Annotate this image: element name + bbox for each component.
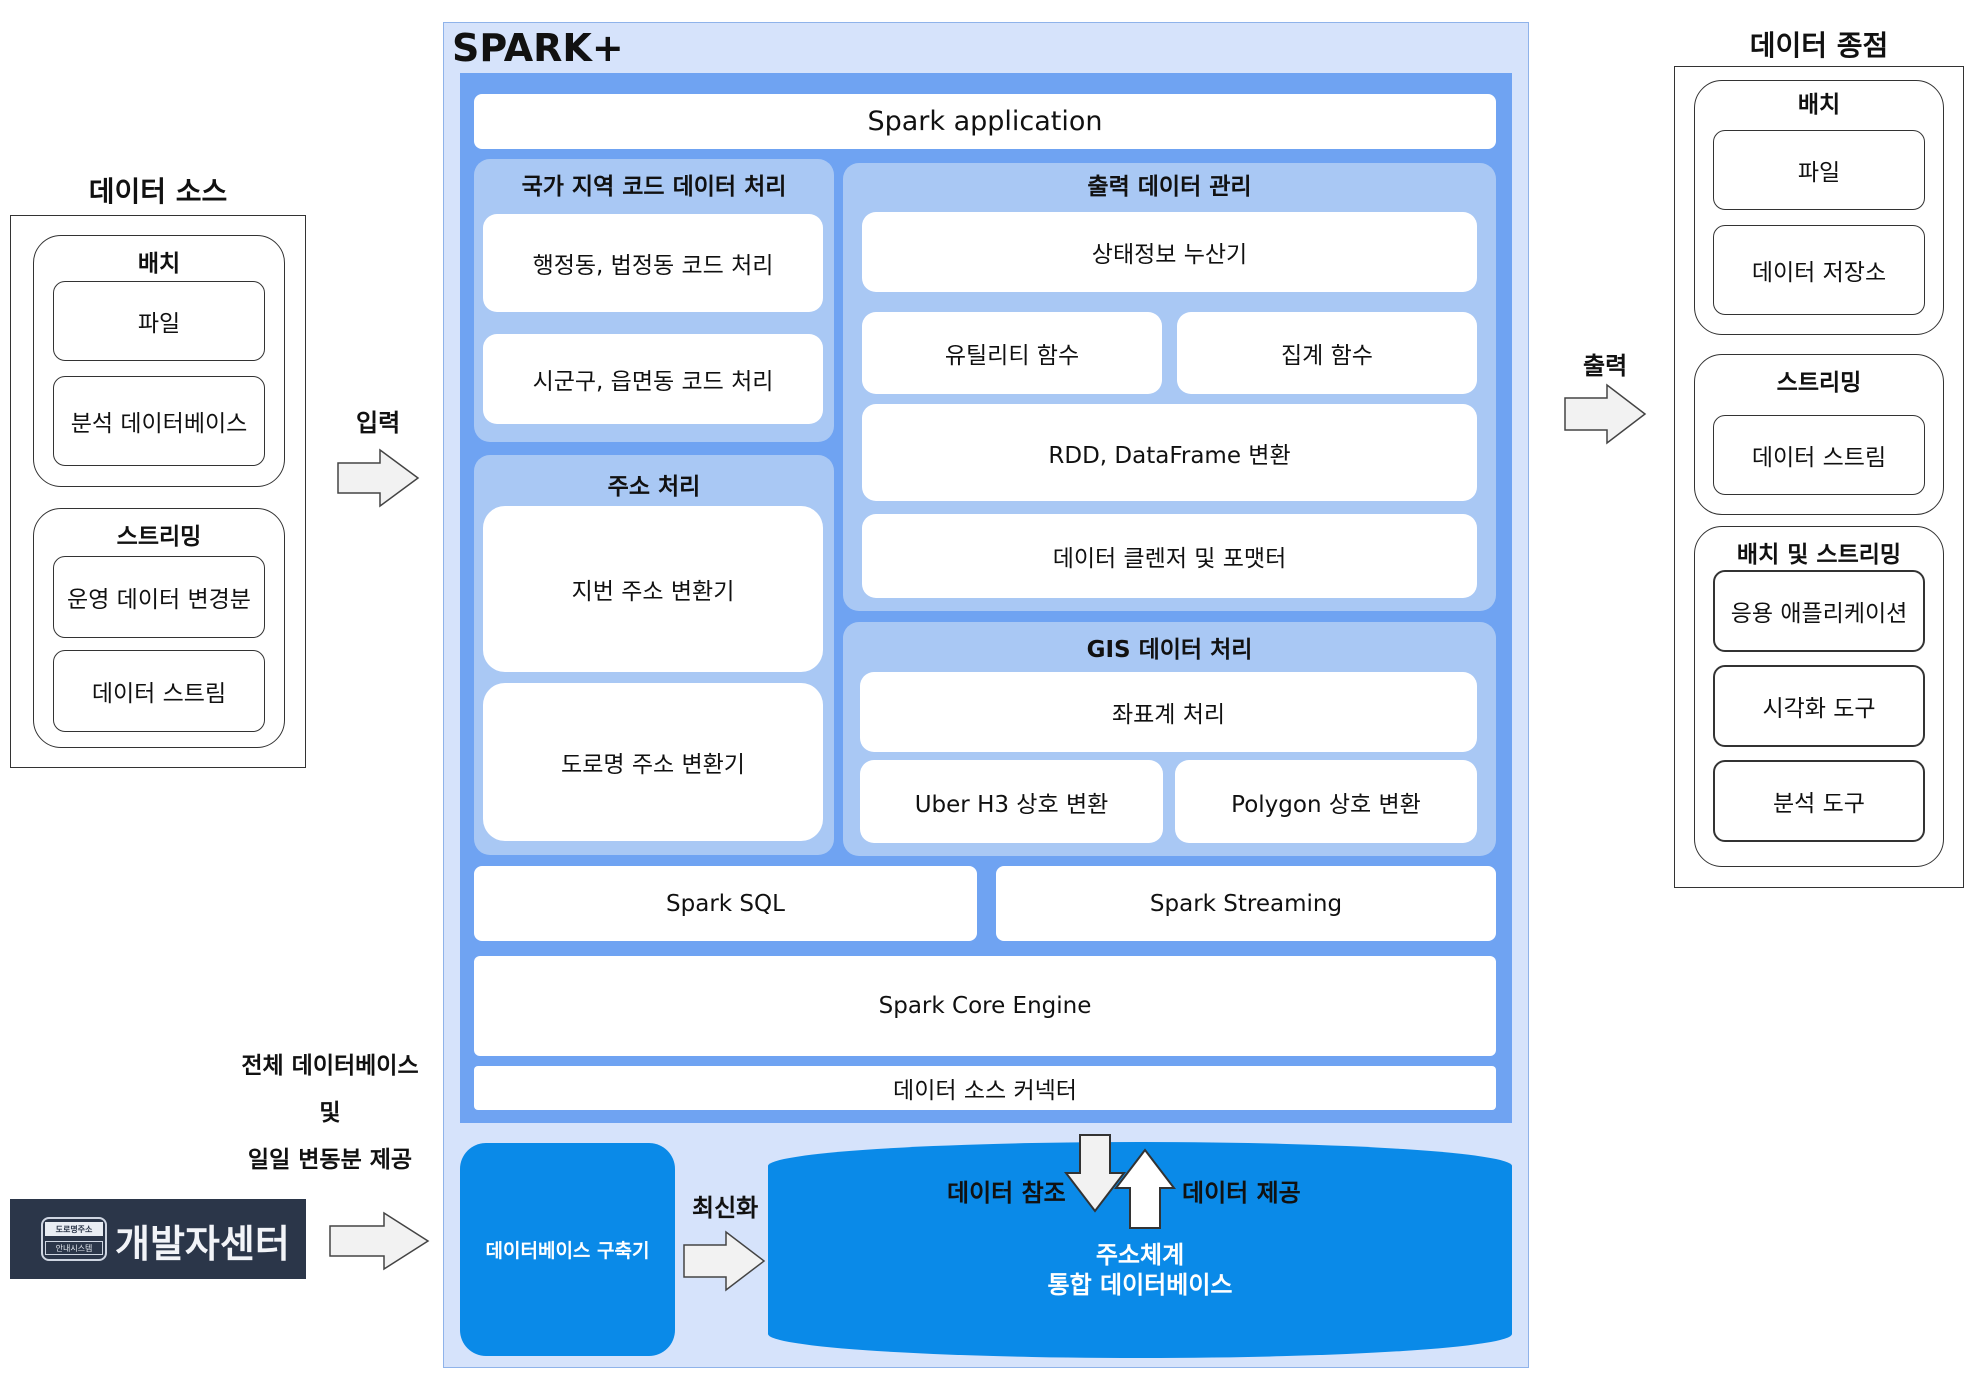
- output-mgmt-title: 출력 데이터 관리: [1087, 174, 1252, 200]
- state-accumulator: 상태정보 누산기: [862, 212, 1477, 292]
- data-source-connector: 데이터 소스 커넥터: [474, 1066, 1496, 1110]
- data-ref-arrow-icon: [1064, 1134, 1126, 1213]
- sink-app: 응용 애플리케이션: [1713, 570, 1925, 652]
- source-streaming-stream: 데이터 스트림: [53, 650, 265, 732]
- data-provide-label: 데이터 제공: [1182, 1179, 1301, 1207]
- logo-badge: 도로명주소 안내시스템: [41, 1217, 107, 1261]
- sink-both-title: 배치 및 스트리밍: [1736, 542, 1902, 568]
- developer-center-logo: 도로명주소 안내시스템 개발자센터: [10, 1199, 306, 1279]
- source-batch-title: 배치: [137, 251, 181, 277]
- rdd-dataframe-transform: RDD, DataFrame 변환: [862, 404, 1477, 501]
- gis-title: GIS 데이터 처리: [1086, 637, 1253, 663]
- logo-badge-bottom: 안내시스템: [45, 1241, 103, 1255]
- spark-application: Spark application: [474, 94, 1496, 149]
- spark-core-engine: Spark Core Engine: [474, 956, 1496, 1056]
- coordinate-system: 좌표계 처리: [860, 672, 1477, 752]
- aggregate-functions: 집계 함수: [1177, 312, 1477, 394]
- data-source-heading: 데이터 소스: [88, 175, 228, 208]
- integrated-db-label: 주소체계 통합 데이터베이스: [766, 1240, 1514, 1300]
- region-code-title: 국가 지역 코드 데이터 처리: [521, 174, 787, 200]
- road-converter: 도로명 주소 변환기: [483, 683, 823, 841]
- spark-streaming: Spark Streaming: [996, 866, 1496, 941]
- provider-line-1: 전체 데이터베이스: [241, 1053, 419, 1079]
- integrated-db-line-1: 주소체계: [1095, 1241, 1185, 1269]
- sink-batch-title: 배치: [1797, 92, 1841, 118]
- region-code-district: 시군구, 읍면동 코드 처리: [483, 334, 823, 424]
- data-provide-arrow-icon: [1114, 1148, 1176, 1229]
- integrated-db-line-2: 통합 데이터베이스: [1047, 1271, 1233, 1299]
- db-builder: 데이터베이스 구축기: [460, 1143, 675, 1356]
- source-batch-file: 파일: [53, 281, 265, 361]
- polygon-convert: Polygon 상호 변환: [1175, 760, 1477, 843]
- sink-streaming-title: 스트리밍: [1776, 370, 1862, 396]
- data-ref-label: 데이터 참조: [947, 1179, 1066, 1207]
- region-code-admin: 행정동, 법정동 코드 처리: [483, 214, 823, 312]
- provider-text: 전체 데이터베이스 및 일일 변동분 제공: [215, 1043, 445, 1184]
- sink-streaming-stream: 데이터 스트림: [1713, 415, 1925, 495]
- jibun-converter: 지번 주소 변환기: [483, 506, 823, 672]
- output-arrow-icon: [1564, 383, 1647, 445]
- provider-line-2: 및: [319, 1100, 341, 1126]
- source-streaming-change: 운영 데이터 변경분: [53, 556, 265, 638]
- input-label: 입력: [356, 409, 401, 437]
- sink-batch-storage: 데이터 저장소: [1713, 225, 1925, 315]
- spark-title: SPARK+: [452, 26, 624, 70]
- logo-badge-top: 도로명주소: [45, 1222, 103, 1236]
- provider-line-3: 일일 변동분 제공: [247, 1147, 413, 1173]
- sink-batch-file: 파일: [1713, 130, 1925, 210]
- source-batch-analytic-db: 분석 데이터베이스: [53, 376, 265, 466]
- spark-sql: Spark SQL: [474, 866, 977, 941]
- sink-visualization: 시각화 도구: [1713, 665, 1925, 747]
- sink-analysis: 분석 도구: [1713, 760, 1925, 842]
- address-title: 주소 처리: [607, 474, 701, 500]
- refresh-label: 최신화: [692, 1194, 759, 1222]
- data-cleanser-formatter: 데이터 클렌저 및 포맷터: [862, 514, 1477, 598]
- data-sink-heading: 데이터 종점: [1749, 29, 1889, 62]
- refresh-arrow-icon: [683, 1230, 766, 1292]
- input-arrow-icon: [337, 448, 420, 508]
- provider-arrow-icon: [329, 1211, 430, 1271]
- source-streaming-title: 스트리밍: [116, 524, 202, 550]
- logo-text: 개발자센터: [115, 1222, 290, 1266]
- output-label: 출력: [1583, 352, 1628, 380]
- uber-h3-convert: Uber H3 상호 변환: [860, 760, 1163, 843]
- utility-functions: 유틸리티 함수: [862, 312, 1162, 394]
